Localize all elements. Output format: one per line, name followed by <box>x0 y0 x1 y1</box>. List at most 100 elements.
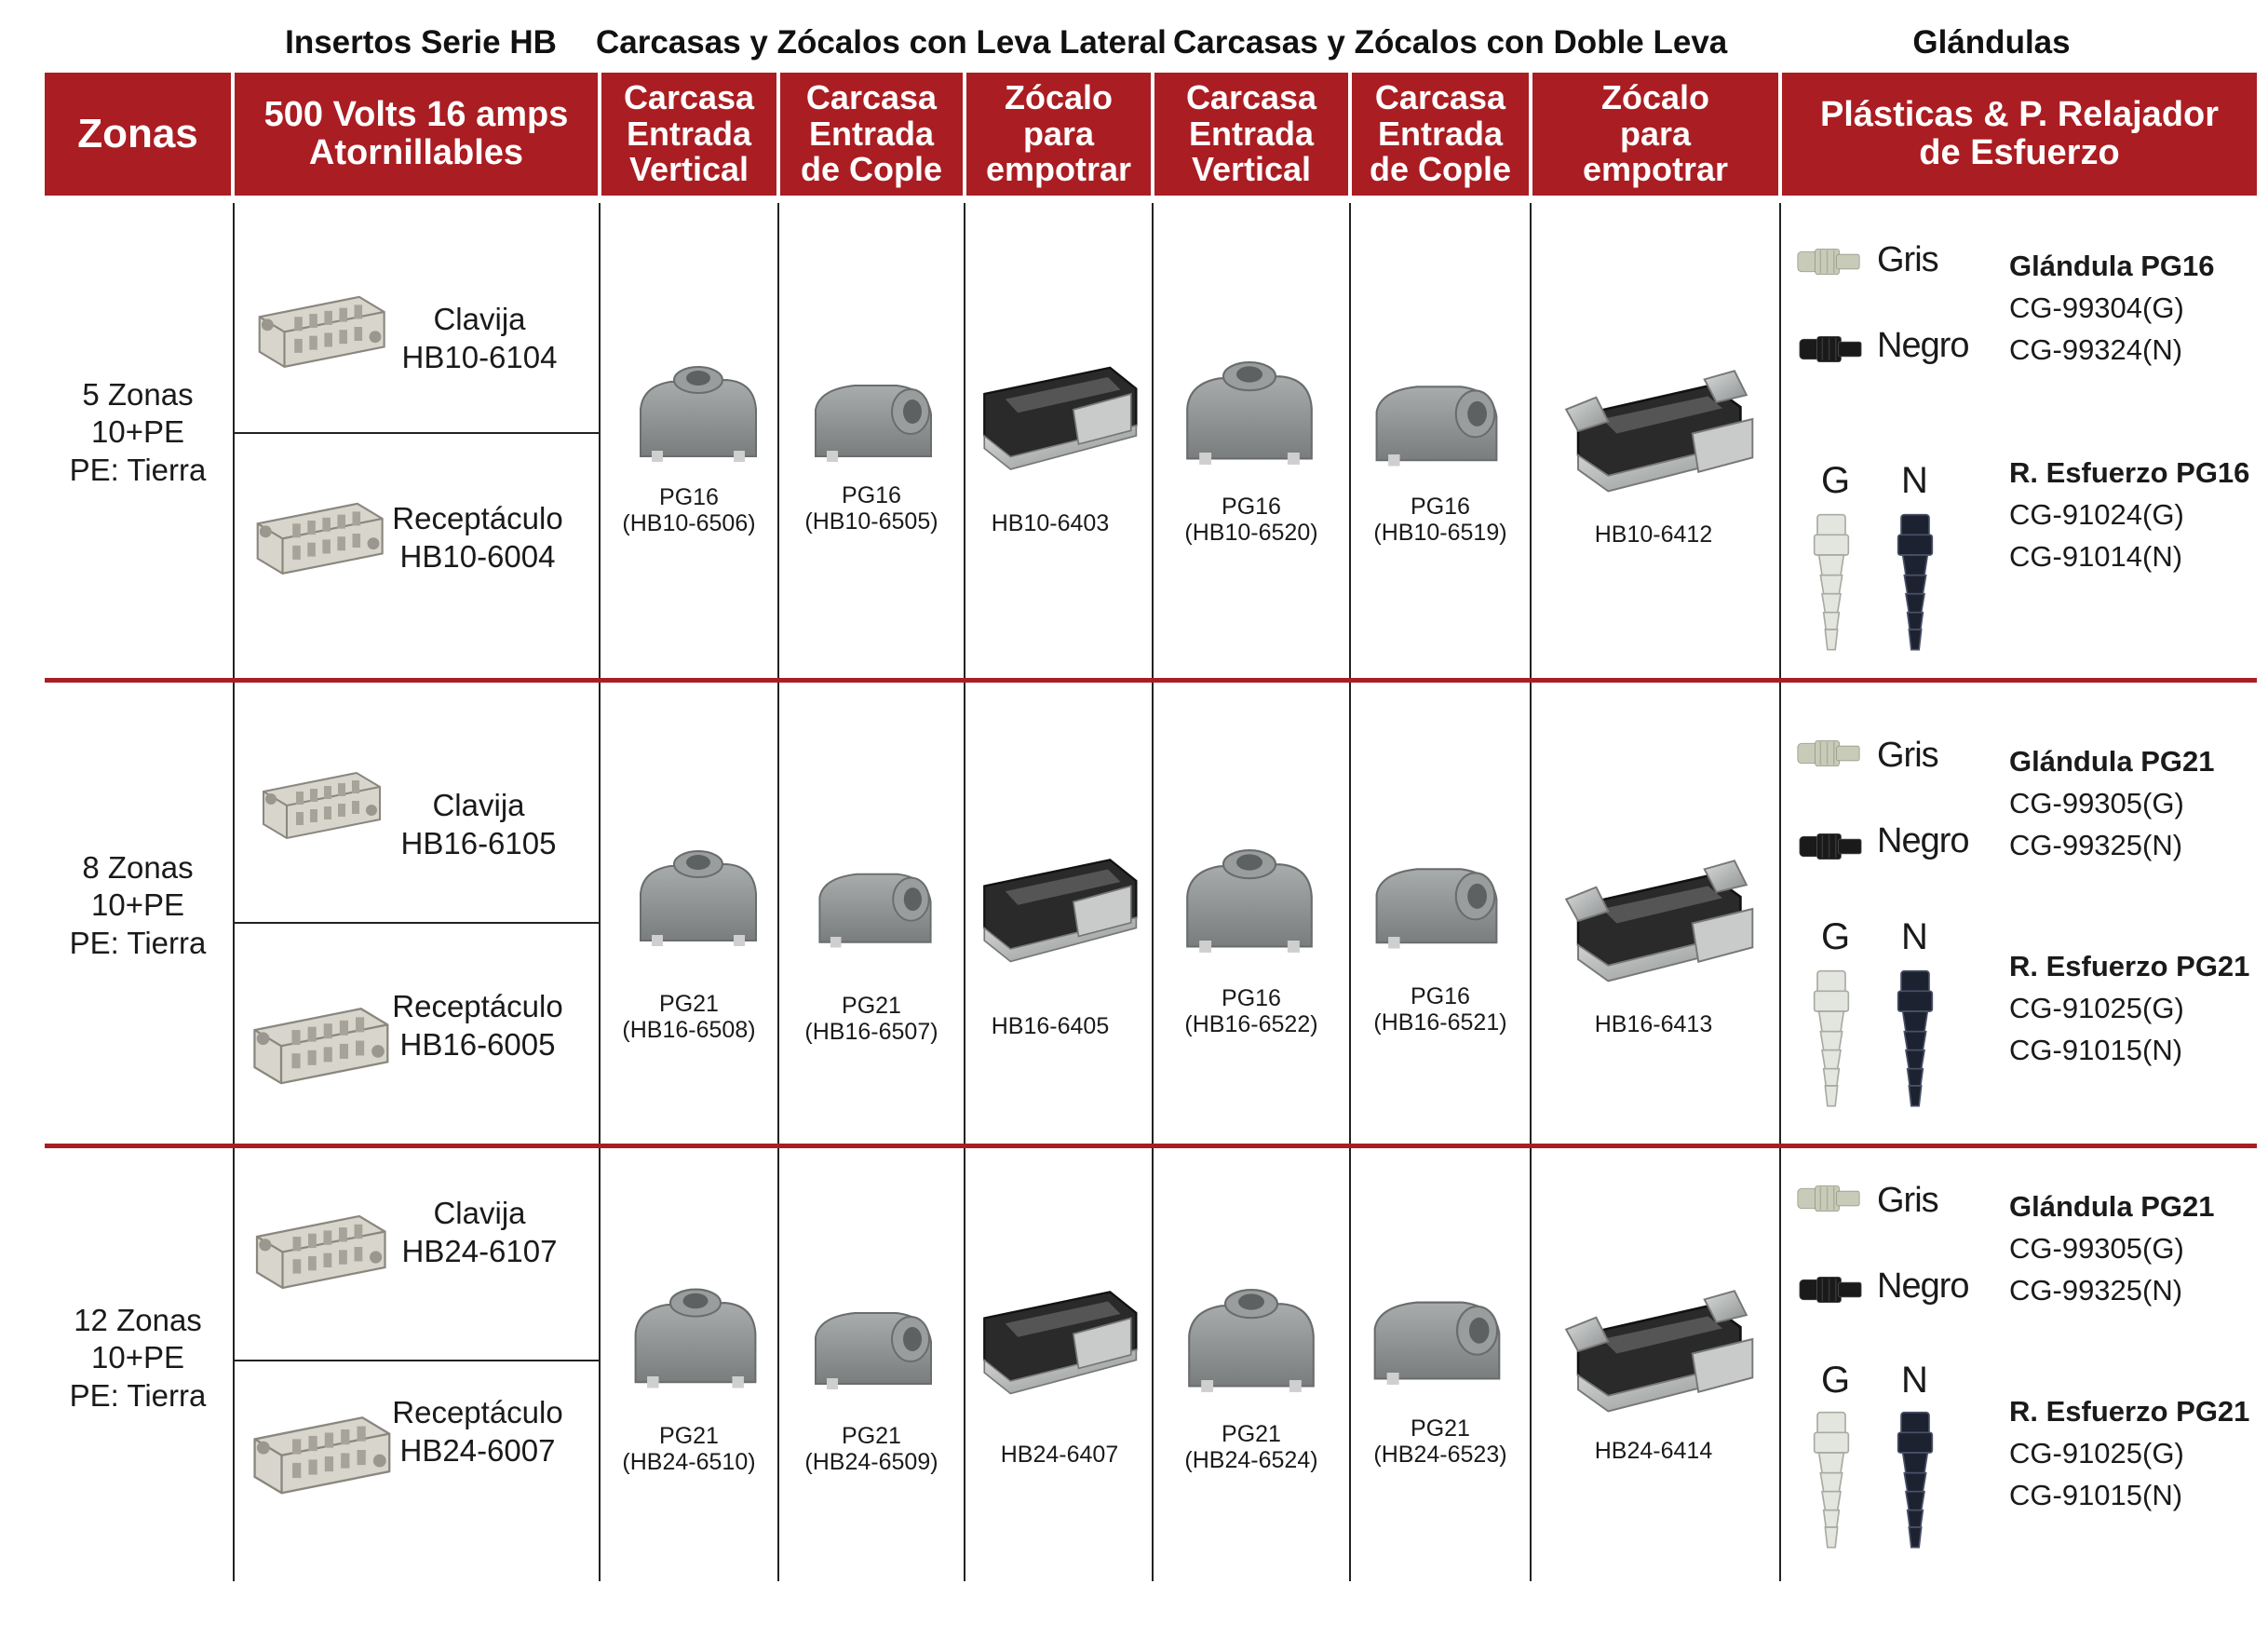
row-separator <box>45 678 2257 683</box>
relief-black-letter: N <box>1901 916 1928 957</box>
relief-black-letter: N <box>1901 1360 1928 1401</box>
strain-relief-black-icon <box>1892 503 1938 663</box>
gland-codes: Glándula PG16 CG-99304(G) CG-99324(N) <box>2009 250 2215 366</box>
housing-vertical-image <box>633 354 763 475</box>
strain-relief-black-icon <box>1892 959 1938 1119</box>
housing-side-label: PG21(HB16-6507) <box>804 993 938 1045</box>
relief-gray-letter: G <box>1821 1360 1851 1401</box>
strain-relief-gray-icon <box>1808 1401 1855 1561</box>
gland-black-icon <box>1797 332 1864 367</box>
housing-vertical-image <box>633 838 763 959</box>
housing-side-image <box>808 1281 938 1402</box>
gland-gray-icon <box>1795 736 1862 771</box>
base-label: HB16-6413 <box>1594 1011 1713 1037</box>
gland-black-icon <box>1797 829 1864 864</box>
gland-gray-icon <box>1795 1181 1862 1216</box>
relief-codes: R. Esfuerzo PG21 CG-91025(G) CG-91015(N) <box>2009 950 2250 1066</box>
base-label: HB10-6403 <box>991 510 1110 536</box>
base-label: HB10-6412 <box>1594 521 1713 548</box>
gland-gray-label: Gris <box>1877 1181 1939 1220</box>
housing-side-label: PG16(HB10-6519) <box>1373 494 1507 546</box>
housing-side-label: PG16(HB16-6521) <box>1373 983 1507 1036</box>
housing-side-label: PG21(HB24-6523) <box>1373 1415 1507 1468</box>
relief-gray-letter: G <box>1821 916 1851 957</box>
housing-side-image <box>1367 836 1506 962</box>
relief-codes: R. Esfuerzo PG16 CG-91024(G) CG-91014(N) <box>2009 456 2250 573</box>
group-header-doble-leva: Carcasas y Zócalos con Doble Leva <box>1173 24 1728 61</box>
housing-vertical-label: PG21(HB24-6510) <box>622 1423 756 1475</box>
insert-plug-image <box>250 754 389 847</box>
base-image <box>1559 1281 1754 1426</box>
gland-black-icon <box>1797 1272 1864 1307</box>
header-zonas: Zonas <box>45 73 231 196</box>
grid-line <box>599 203 601 1581</box>
gland-codes: Glándula PG21 CG-99305(G) CG-99325(N) <box>2009 745 2215 861</box>
insert-divider <box>233 432 600 434</box>
group-header-glandulas: Glándulas <box>1912 24 2071 61</box>
group-header-insertos: Insertos Serie HB <box>285 24 557 61</box>
insert-socket-image <box>244 987 393 1094</box>
gland-black-label: Negro <box>1877 326 1969 365</box>
gland-gray-icon <box>1795 244 1862 279</box>
strain-relief-gray-icon <box>1808 503 1855 663</box>
base-image <box>1559 361 1754 506</box>
gland-codes: Glándula PG21 CG-99305(G) CG-99325(N) <box>2009 1190 2215 1307</box>
base-image <box>974 352 1141 478</box>
grid-line <box>1779 203 1781 1581</box>
strain-relief-gray-icon <box>1808 959 1855 1119</box>
housing-vertical-label: PG16(HB10-6506) <box>622 484 756 536</box>
housing-side-image <box>808 354 938 475</box>
housing-vertical-label: PG21(HB16-6508) <box>622 991 756 1043</box>
grid-line <box>1152 203 1154 1581</box>
gland-gray-label: Gris <box>1877 240 1939 279</box>
relief-gray-letter: G <box>1821 460 1851 501</box>
gland-black-label: Negro <box>1877 1266 1969 1306</box>
housing-vertical-image <box>1177 1276 1326 1406</box>
housing-side-image <box>1367 354 1506 480</box>
gland-gray-label: Gris <box>1877 736 1939 775</box>
relief-codes: R. Esfuerzo PG21 CG-91025(G) CG-91015(N) <box>2009 1395 2250 1511</box>
housing-side-label: PG21(HB24-6509) <box>804 1423 938 1475</box>
housing-vertical-label: PG21(HB24-6524) <box>1184 1421 1318 1473</box>
insert-socket-image <box>248 482 387 585</box>
base-image <box>974 842 1141 972</box>
insert-plug-image <box>250 276 389 378</box>
gland-black-label: Negro <box>1877 821 1969 860</box>
base-image <box>974 1274 1141 1404</box>
base-label: HB24-6414 <box>1594 1438 1713 1464</box>
housing-vertical-image <box>1175 348 1324 479</box>
housing-side-image <box>1365 1268 1509 1399</box>
strain-relief-black-icon <box>1892 1401 1938 1561</box>
insert-divider <box>233 1360 600 1361</box>
base-label: HB16-6405 <box>991 1013 1110 1039</box>
insert-divider <box>233 922 600 924</box>
housing-vertical-label: PG16(HB10-6520) <box>1184 494 1318 546</box>
housing-vertical-image <box>626 1276 765 1402</box>
grid-line <box>233 203 235 1581</box>
housing-vertical-label: PG16(HB16-6522) <box>1184 985 1318 1037</box>
insert-plug-image <box>244 1196 393 1298</box>
grid-line <box>777 203 779 1581</box>
grid-line <box>1349 203 1351 1581</box>
housing-vertical-image <box>1175 836 1324 967</box>
base-image <box>1559 851 1754 995</box>
housing-side-image <box>810 844 940 960</box>
row-separator <box>45 1144 2257 1148</box>
